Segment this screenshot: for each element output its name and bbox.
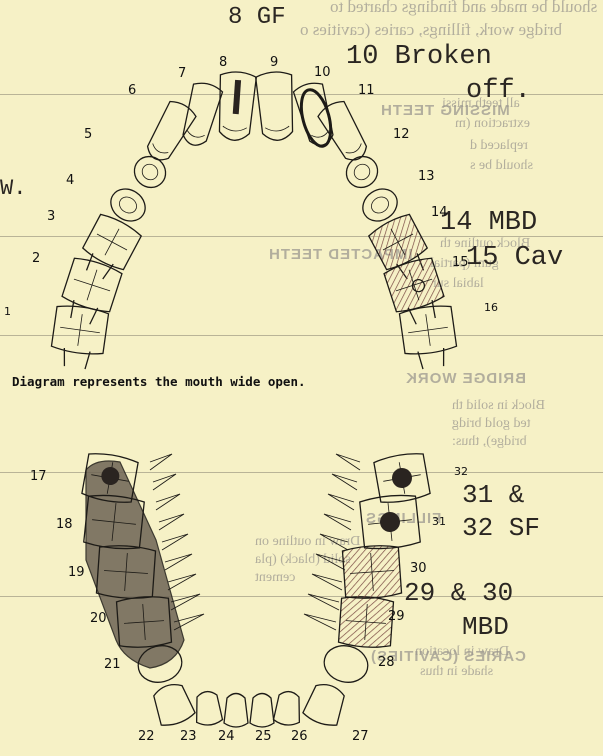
tooth-number-32: 32 <box>454 466 468 477</box>
tooth-number-1: 1 <box>4 306 11 317</box>
upper-arch <box>49 71 459 371</box>
tooth-1 <box>49 304 109 372</box>
tooth-number-4: 4 <box>66 174 74 187</box>
tooth-30 <box>342 544 401 600</box>
tooth-number-11: 11 <box>358 84 375 97</box>
tooth-25 <box>250 694 274 728</box>
annotation-10-broken-off: off. <box>466 78 531 105</box>
tooth-8 <box>216 71 257 142</box>
lingual-cusps <box>150 454 360 630</box>
tooth-number-26: 26 <box>291 730 308 743</box>
tooth-22 <box>149 680 196 729</box>
tooth-number-22: 22 <box>138 730 155 743</box>
tooth-number-24: 24 <box>218 730 235 743</box>
tooth-number-21: 21 <box>104 658 121 671</box>
tooth-number-3: 3 <box>47 210 55 223</box>
tooth-16 <box>399 304 459 372</box>
tooth-number-20: 20 <box>90 612 107 625</box>
tooth-number-10: 10 <box>314 66 331 79</box>
annotation-8-gf: 8 GF <box>228 6 286 30</box>
diagram-caption: Diagram represents the mouth wide open. <box>12 374 306 389</box>
tooth-number-18: 18 <box>56 518 73 531</box>
tooth-number-6: 6 <box>128 84 136 97</box>
bridge-block <box>86 461 184 668</box>
tooth-number-25: 25 <box>255 730 272 743</box>
tooth-number-8: 8 <box>219 56 227 69</box>
annotation-31-32-line1: 31 & <box>462 482 524 508</box>
tooth-number-15: 15 <box>452 256 469 269</box>
annotation-29-30-line1: 29 & 30 <box>404 580 513 606</box>
tooth-28 <box>320 641 371 687</box>
tooth-number-12: 12 <box>393 128 410 141</box>
tooth-number-29: 29 <box>388 610 405 623</box>
tooth-5 <box>128 150 172 194</box>
annotation-31-32-sf: 32 SF <box>462 515 540 541</box>
tooth-number-27: 27 <box>352 730 369 743</box>
tooth-27 <box>302 680 349 729</box>
tooth-9 <box>255 71 296 142</box>
tooth-number-5: 5 <box>84 128 92 141</box>
tooth-number-9: 9 <box>270 56 278 69</box>
tooth-number-2: 2 <box>32 252 40 265</box>
tooth-29 <box>338 595 393 649</box>
annotation-15-cav: 15 Cav <box>466 245 563 272</box>
tooth-number-31: 31 <box>432 516 446 527</box>
tooth-number-16: 16 <box>484 302 498 313</box>
tooth-6 <box>142 98 198 166</box>
tooth-26 <box>273 690 302 726</box>
tooth-number-13: 13 <box>418 170 435 183</box>
tooth-number-28: 28 <box>378 656 395 669</box>
tooth-number-23: 23 <box>180 730 197 743</box>
annotation-14-mbd: 14 MBD <box>440 210 537 237</box>
tooth-4 <box>105 182 152 227</box>
lower-arch <box>81 451 430 729</box>
tooth-number-7: 7 <box>178 67 186 80</box>
tooth-number-19: 19 <box>68 566 85 579</box>
annotation-29-30-mbd: MBD <box>462 614 509 640</box>
tooth-10 <box>292 80 338 150</box>
annotation-10-broken: 10 Broken <box>346 44 492 71</box>
tooth-number-30: 30 <box>410 562 427 575</box>
tooth-11 <box>316 98 372 166</box>
annotation-left-edge: W. <box>0 178 26 200</box>
tooth-3 <box>74 212 142 286</box>
tooth-number-17: 17 <box>30 470 47 483</box>
tooth-7 <box>178 80 223 148</box>
tooth-number-14: 14 <box>431 206 448 219</box>
tooth-24 <box>224 694 248 728</box>
tooth-23 <box>194 690 223 726</box>
tooth-12 <box>340 150 384 194</box>
